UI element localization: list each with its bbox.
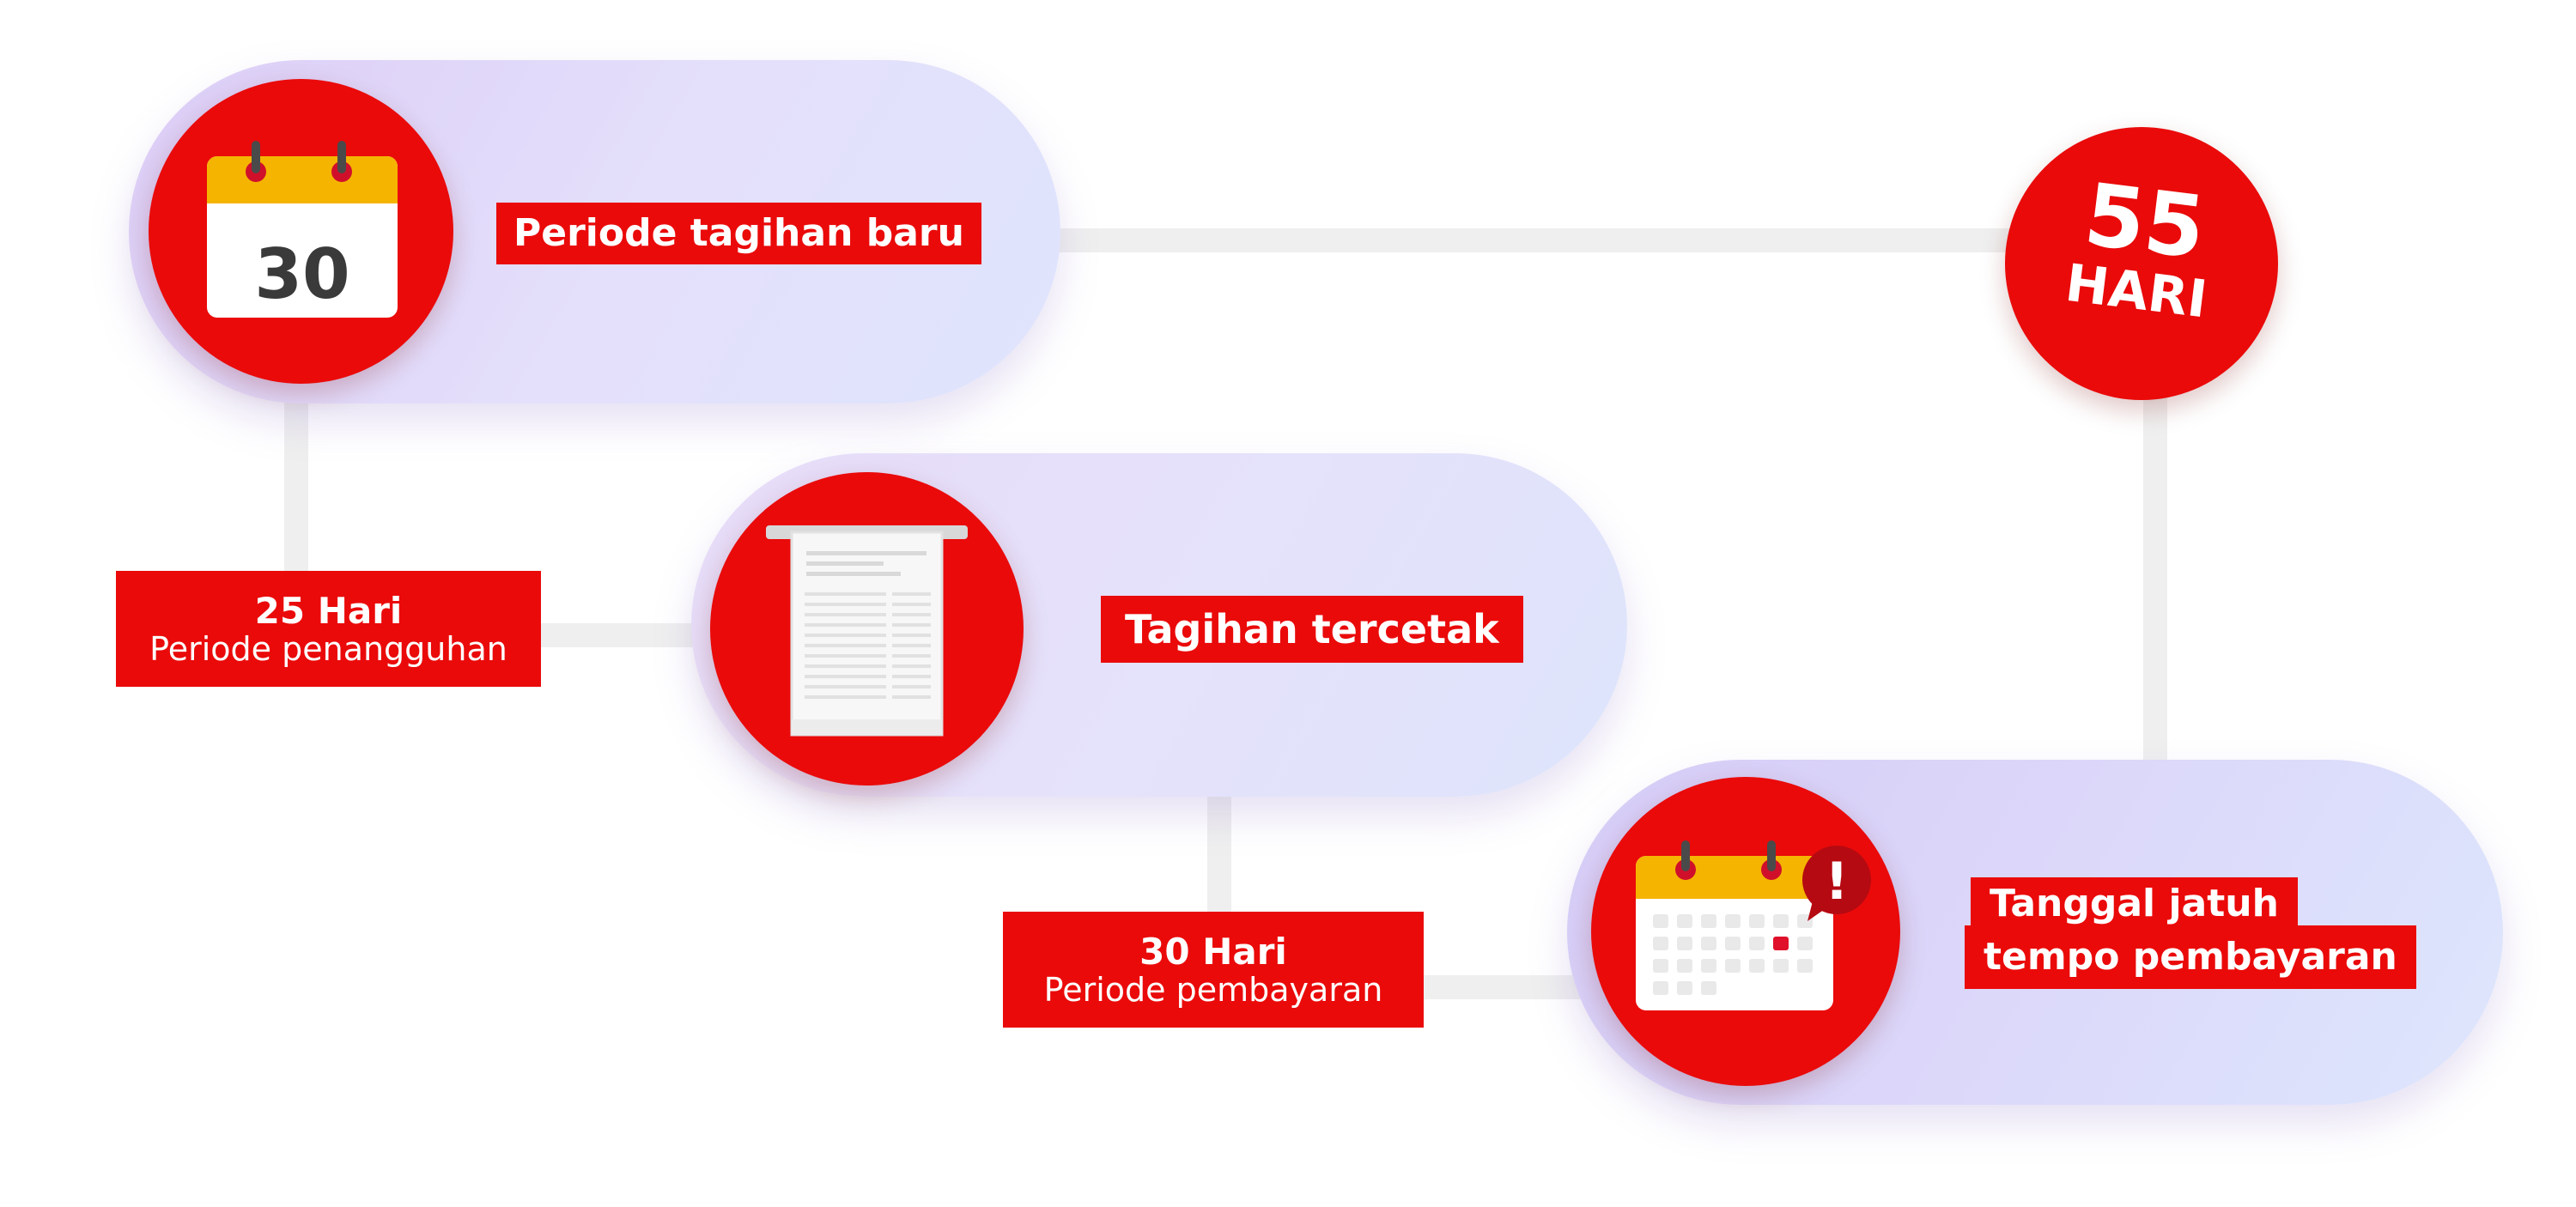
invoice-circle (710, 472, 1024, 785)
calendar-circle: 30 (149, 79, 453, 384)
due-date-label-line1: Tanggal jatuh (1971, 877, 2298, 931)
calendar-number: 30 (254, 234, 349, 314)
bill-printed-label: Tagihan tercetak (1101, 596, 1523, 663)
grace-period-box: 25 Hari Periode penangguhan (116, 571, 541, 687)
calendar-icon: 30 (207, 141, 398, 318)
payment-period-name: Periode pembayaran (1043, 970, 1383, 1009)
grace-period-name: Periode penangguhan (149, 629, 507, 668)
payment-period-days: 30 Hari (1139, 930, 1287, 973)
new-billing-period-label: Periode tagihan baru (496, 203, 981, 264)
total-days-badge: 55 HARI (2005, 127, 2278, 400)
calendar-alert-icon: ! (1636, 840, 1871, 1010)
alert-bubble-icon: ! (1802, 846, 1871, 921)
due-calendar-circle: ! (1591, 777, 1900, 1086)
alert-symbol: ! (1825, 852, 1848, 912)
invoice-document-icon (766, 525, 968, 737)
due-date-label-line2: tempo pembayaran (1965, 925, 2416, 989)
payment-period-box: 30 Hari Periode pembayaran (1003, 912, 1424, 1028)
grace-period-days: 25 Hari (254, 589, 403, 632)
